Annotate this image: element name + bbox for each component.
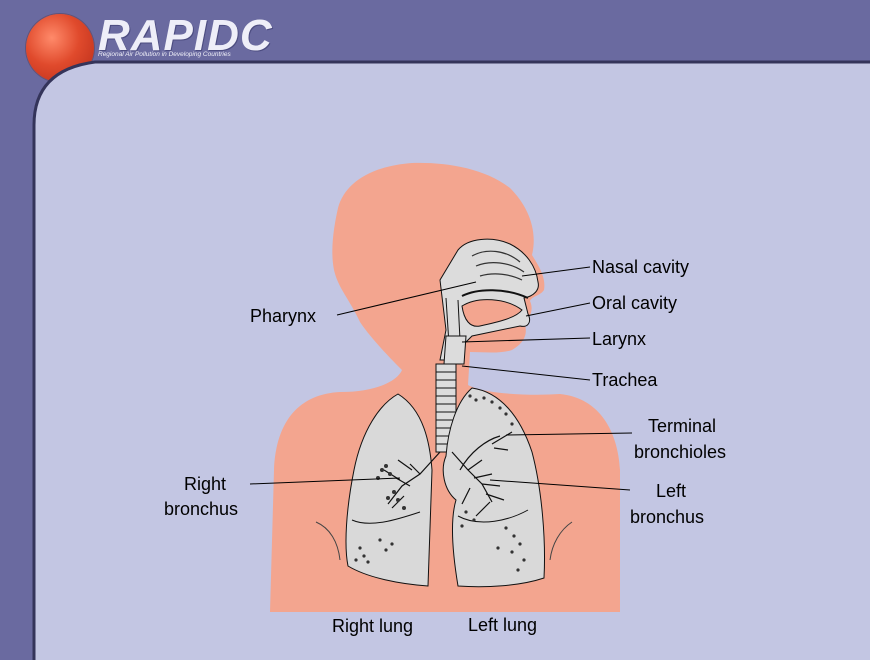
label-left-lung: Left lung — [468, 615, 537, 635]
larynx-shape — [444, 336, 466, 364]
label-left-bronchus-line1: Left — [656, 481, 686, 501]
label-nasal-cavity: Nasal cavity — [592, 257, 689, 277]
label-trachea: Trachea — [592, 370, 658, 390]
label-terminal-bronchioles-line1: Terminal — [648, 416, 716, 436]
label-oral-cavity: Oral cavity — [592, 293, 677, 313]
label-left-bronchus-line2: bronchus — [630, 507, 704, 527]
label-pharynx: Pharynx — [250, 306, 316, 326]
label-right-bronchus-line2: bronchus — [164, 499, 238, 519]
label-right-lung: Right lung — [332, 616, 413, 636]
label-right-bronchus-line1: Right — [184, 474, 226, 494]
label-terminal-bronchioles-line2: bronchioles — [634, 442, 726, 462]
label-larynx: Larynx — [592, 329, 646, 349]
